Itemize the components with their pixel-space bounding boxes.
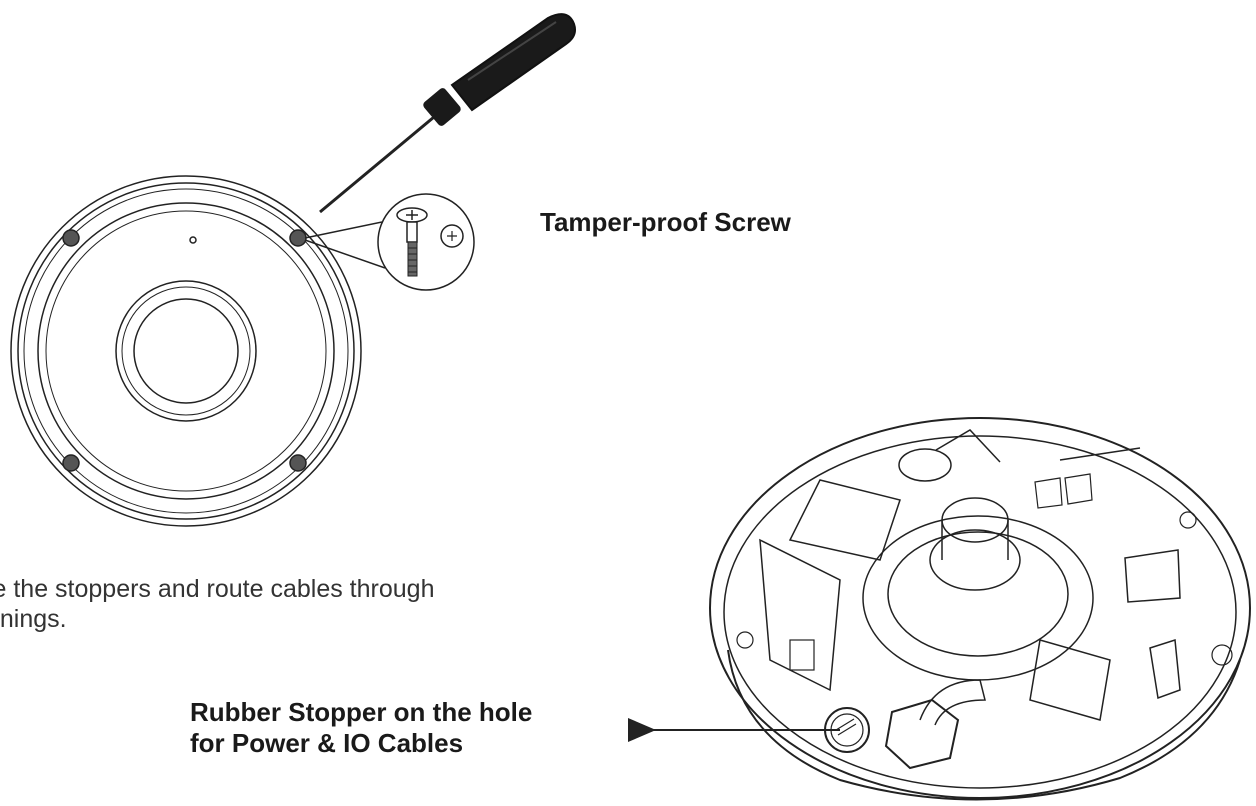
tamper-proof-screw-icon [304, 193, 475, 291]
camera-cover-icon [10, 175, 362, 527]
cover-screw-icon [62, 454, 80, 472]
cover-screw-icon [289, 454, 307, 472]
rubber-stopper-label: Rubber Stopper on the hole for Power & I… [190, 697, 532, 759]
rubber-stopper-label-line2: for Power & IO Cables [190, 728, 464, 758]
rubber-stopper-label-line1: Rubber Stopper on the hole [190, 697, 533, 727]
instruction-text: ve the stoppers and route cables through… [0, 574, 620, 634]
camera-base-icon [709, 417, 1251, 801]
instruction-line1: ve the stoppers and route cables through [0, 575, 435, 603]
screwdriver-icon [319, 13, 576, 214]
tamper-proof-screw-label: Tamper-proof Screw [540, 207, 791, 237]
cover-screw-icon [62, 229, 80, 247]
cover-screws [62, 229, 307, 472]
cover-screw-icon [289, 229, 307, 247]
instruction-line2: enings. [0, 605, 67, 633]
